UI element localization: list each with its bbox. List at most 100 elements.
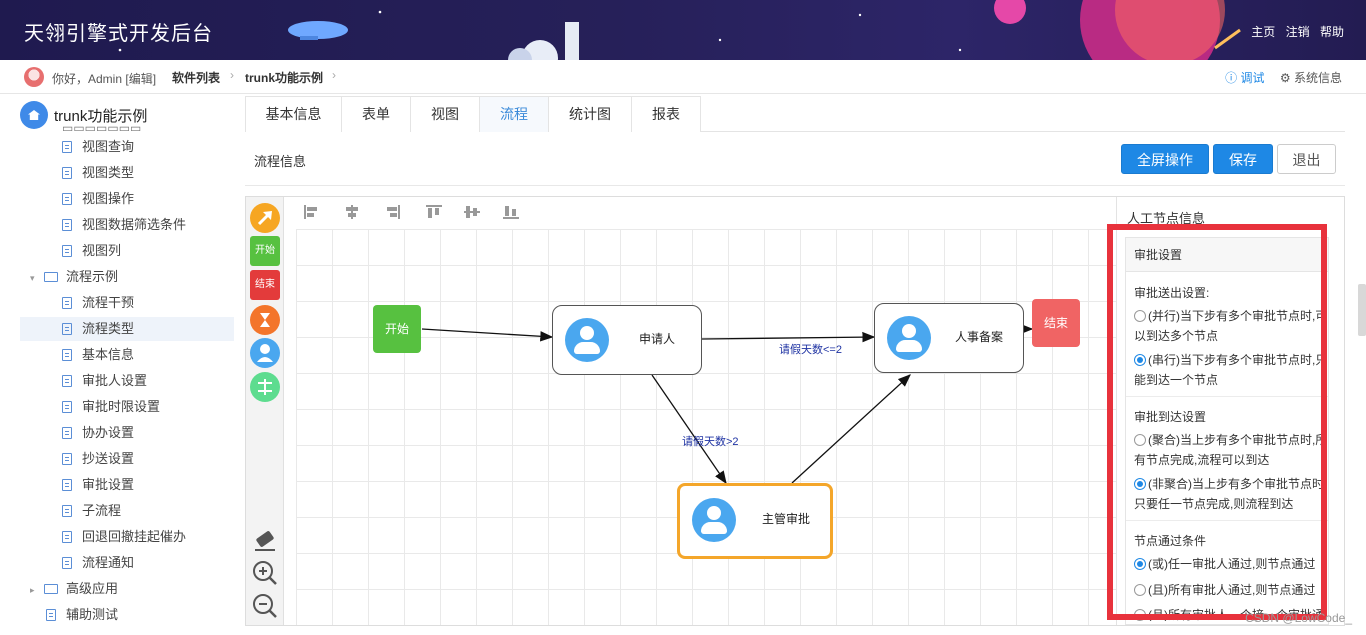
sidebar-item[interactable]: 回退回撤挂起催办 bbox=[62, 525, 186, 549]
sidebar-item-label: 高级应用 bbox=[66, 581, 119, 596]
home-link[interactable]: 主页 bbox=[1251, 25, 1276, 39]
end-node-tool[interactable]: 结束 bbox=[250, 270, 280, 300]
avatar bbox=[24, 67, 44, 87]
sidebar-item[interactable]: 流程类型 bbox=[20, 317, 234, 341]
divider bbox=[1126, 520, 1328, 521]
sidebar-item[interactable]: 流程通知 bbox=[62, 551, 134, 575]
debug-link[interactable]: ⓘ 调试 bbox=[1225, 71, 1265, 85]
breadcrumb-current-app[interactable]: trunk功能示例 bbox=[245, 71, 324, 85]
send-settings-title: 审批送出设置: bbox=[1134, 286, 1210, 300]
document-icon bbox=[62, 219, 72, 231]
user-tool-icon[interactable] bbox=[250, 338, 280, 368]
exit-button[interactable]: 退出 bbox=[1277, 144, 1336, 174]
radio-checked-icon[interactable] bbox=[1134, 558, 1146, 570]
node-palette: 开始 结束 bbox=[246, 197, 284, 625]
hr-record-node[interactable]: 人事备案 bbox=[874, 303, 1024, 373]
flow-canvas[interactable]: 开始 申请人 人事备案 结束 主管审批 请假天数<=2 请假天数>2 bbox=[296, 229, 1116, 625]
radio-icon[interactable] bbox=[1134, 310, 1146, 322]
pass-and-option[interactable]: (且)所有审批人通过,则节点通过 bbox=[1134, 580, 1328, 600]
radio-icon[interactable] bbox=[1134, 609, 1146, 621]
manager-approval-node[interactable]: 主管审批 bbox=[677, 483, 833, 559]
eraser-icon[interactable] bbox=[251, 526, 279, 554]
start-node[interactable]: 开始 bbox=[373, 305, 421, 353]
align-left-icon[interactable] bbox=[304, 205, 320, 219]
sidebar-item[interactable]: 流程干预 bbox=[62, 291, 134, 315]
sidebar-item[interactable]: 视图查询 bbox=[62, 135, 134, 159]
arrive-nonmerge-option[interactable]: (非聚合)当上步有多个审批节点时,只要任一节点完成,则流程到达 bbox=[1134, 477, 1328, 511]
end-node[interactable]: 结束 bbox=[1032, 299, 1080, 347]
applicant-node[interactable]: 申请人 bbox=[552, 305, 702, 375]
pass-or-option[interactable]: (或)任一审批人通过,则节点通过 bbox=[1134, 554, 1328, 574]
document-icon bbox=[62, 141, 72, 153]
sidebar-item[interactable]: 子流程 bbox=[62, 499, 121, 523]
tab-view[interactable]: 视图 bbox=[410, 96, 480, 132]
caret-right-icon[interactable]: ▸ bbox=[30, 585, 35, 595]
split-tool-icon[interactable] bbox=[250, 372, 280, 402]
edge-label-gt2: 请假天数>2 bbox=[682, 436, 739, 448]
sidebar-item[interactable]: 审批时限设置 bbox=[62, 395, 160, 419]
logout-link[interactable]: 注销 bbox=[1285, 25, 1310, 39]
header-links: 主页 注销 帮助 bbox=[1244, 23, 1344, 40]
sidebar-item-label: 协办设置 bbox=[82, 425, 135, 440]
sidebar-item-label: 辅助测试 bbox=[66, 607, 119, 622]
align-center-icon[interactable] bbox=[344, 205, 360, 219]
sidebar-item-label: 视图列 bbox=[82, 243, 122, 258]
sidebar-item[interactable]: 视图操作 bbox=[62, 187, 134, 211]
sidebar-item-label: 回退回撤挂起催办 bbox=[82, 529, 187, 544]
tab-statistics[interactable]: 统计图 bbox=[548, 96, 632, 132]
sidebar-item[interactable]: 视图类型 bbox=[62, 161, 134, 185]
document-icon bbox=[62, 505, 72, 517]
fullscreen-button[interactable]: 全屏操作 bbox=[1121, 144, 1209, 174]
sidebar-item[interactable]: 抄送设置 bbox=[62, 447, 134, 471]
radio-icon[interactable] bbox=[1134, 584, 1146, 596]
sidebar-item[interactable]: 审批人设置 bbox=[62, 369, 147, 393]
app-title: 天翎引擎式开发后台 bbox=[24, 23, 213, 45]
hourglass-tool-icon[interactable] bbox=[250, 305, 280, 335]
tab-form[interactable]: 表单 bbox=[341, 96, 411, 132]
tab-report[interactable]: 报表 bbox=[631, 96, 701, 132]
scrollbar-handle[interactable] bbox=[1358, 284, 1366, 336]
align-top-icon[interactable] bbox=[426, 205, 442, 219]
caret-down-icon[interactable]: ▾ bbox=[30, 273, 35, 283]
sidebar-item[interactable]: ▸ 高级应用 bbox=[30, 577, 118, 601]
sidebar-item[interactable]: ▾流程示例 bbox=[30, 265, 118, 289]
system-info-link[interactable]: ⚙ 系统信息 bbox=[1279, 71, 1342, 85]
start-node-tool[interactable]: 开始 bbox=[250, 236, 280, 266]
folder-icon bbox=[44, 272, 58, 282]
arrow-tool-icon[interactable] bbox=[250, 203, 280, 233]
sidebar-item[interactable]: 协办设置 bbox=[62, 421, 134, 445]
send-serial-option[interactable]: (串行)当下步有多个审批节点时,只能到达一个节点 bbox=[1134, 353, 1328, 387]
radio-icon[interactable] bbox=[1134, 434, 1146, 446]
align-right-icon[interactable] bbox=[384, 205, 400, 219]
tab-flow[interactable]: 流程 bbox=[479, 96, 549, 132]
document-icon bbox=[62, 401, 72, 413]
radio-checked-icon[interactable] bbox=[1134, 478, 1146, 490]
send-parallel-option[interactable]: (并行)当下步有多个审批节点时,可以到达多个节点 bbox=[1134, 309, 1328, 343]
zoom-out-icon[interactable] bbox=[251, 592, 279, 620]
align-bottom-icon[interactable] bbox=[503, 205, 519, 219]
edit-profile-link[interactable]: [编辑] bbox=[125, 72, 157, 86]
sidebar-item[interactable]: 基本信息 bbox=[62, 343, 134, 367]
sidebar-item[interactable]: 审批设置 bbox=[62, 473, 134, 497]
zoom-in-icon[interactable] bbox=[251, 559, 279, 587]
radio-checked-icon[interactable] bbox=[1134, 354, 1146, 366]
sidebar-item[interactable]: 视图数据筛选条件 bbox=[62, 213, 186, 237]
sidebar-item-label: 抄送设置 bbox=[82, 451, 135, 466]
sidebar-item-label: 视图查询 bbox=[82, 139, 135, 154]
sidebar-item[interactable]: 辅助测试 bbox=[46, 603, 118, 627]
tab-bar: 基本信息 表单 视图 流程 统计图 报表 bbox=[245, 96, 1345, 132]
node-label: 主管审批 bbox=[762, 512, 811, 526]
sidebar-root[interactable]: trunk功能示例 bbox=[20, 101, 234, 129]
breadcrumb-software-list[interactable]: 软件列表 bbox=[172, 71, 221, 85]
property-panel: 人工节点信息 审批设置 审批送出设置: (并行)当下步有多个审批节点时,可以到达… bbox=[1116, 197, 1344, 625]
chevron-right-icon: › bbox=[332, 68, 336, 82]
sidebar-item[interactable]: 视图列 bbox=[62, 239, 121, 263]
document-icon bbox=[46, 609, 56, 621]
document-icon bbox=[62, 531, 72, 543]
save-button[interactable]: 保存 bbox=[1213, 144, 1273, 174]
help-link[interactable]: 帮助 bbox=[1319, 25, 1344, 39]
arrive-merge-option[interactable]: (聚合)当上步有多个审批节点时,所有节点完成,流程可以到达 bbox=[1134, 433, 1328, 467]
tab-basic-info[interactable]: 基本信息 bbox=[245, 96, 342, 132]
info-icon: ⓘ bbox=[1225, 71, 1238, 85]
align-middle-icon[interactable] bbox=[464, 205, 480, 219]
